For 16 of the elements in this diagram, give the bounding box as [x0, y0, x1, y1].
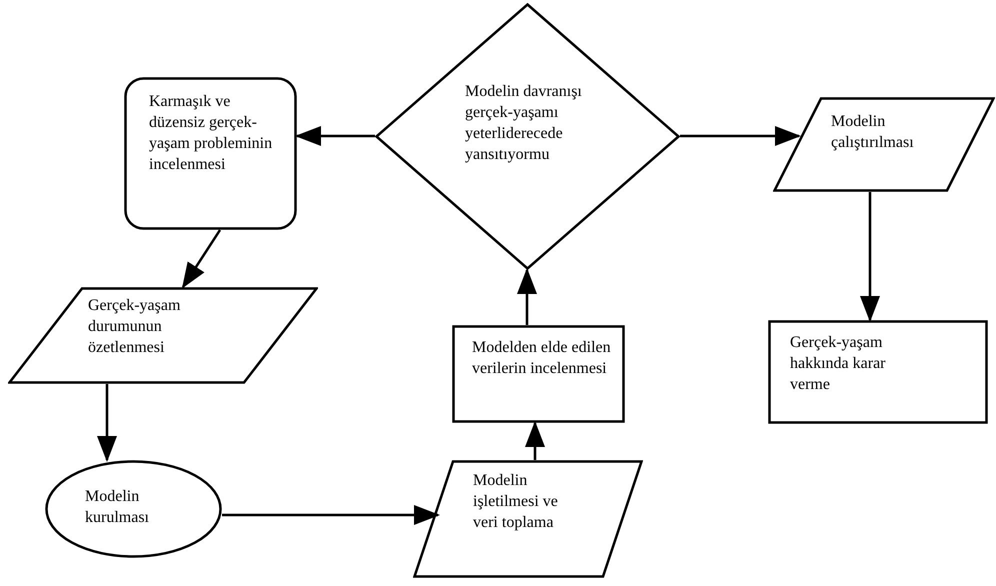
node-label: Karmaşık ve düzensiz gerçek-yaşam probleminin incelenmesi [149, 92, 274, 175]
node-label: Modelin işletilmesi ve veri toplama [473, 471, 559, 533]
arrow [525, 421, 545, 460]
node-label: Gerçek-yaşam durumunun özetlenmesi [88, 296, 182, 358]
arrow [222, 505, 440, 525]
arrow [182, 229, 222, 289]
arrow [97, 384, 117, 462]
arrow [517, 268, 537, 325]
node-label: Modelin çalıştırılması [831, 112, 915, 153]
node-label: Gerçek-yaşam hakkında karar verme [790, 333, 887, 395]
arrow [860, 192, 880, 322]
node-label: Modelden elde edilen verilerin incelenmesi [472, 338, 612, 379]
node-label: Modelin davranışı gerçek-yaşamı yeterliderecede yansıtıyormu [465, 82, 583, 165]
arrow [680, 126, 801, 146]
arrow [295, 126, 375, 146]
node-label: Modelin kurulması [85, 487, 150, 528]
